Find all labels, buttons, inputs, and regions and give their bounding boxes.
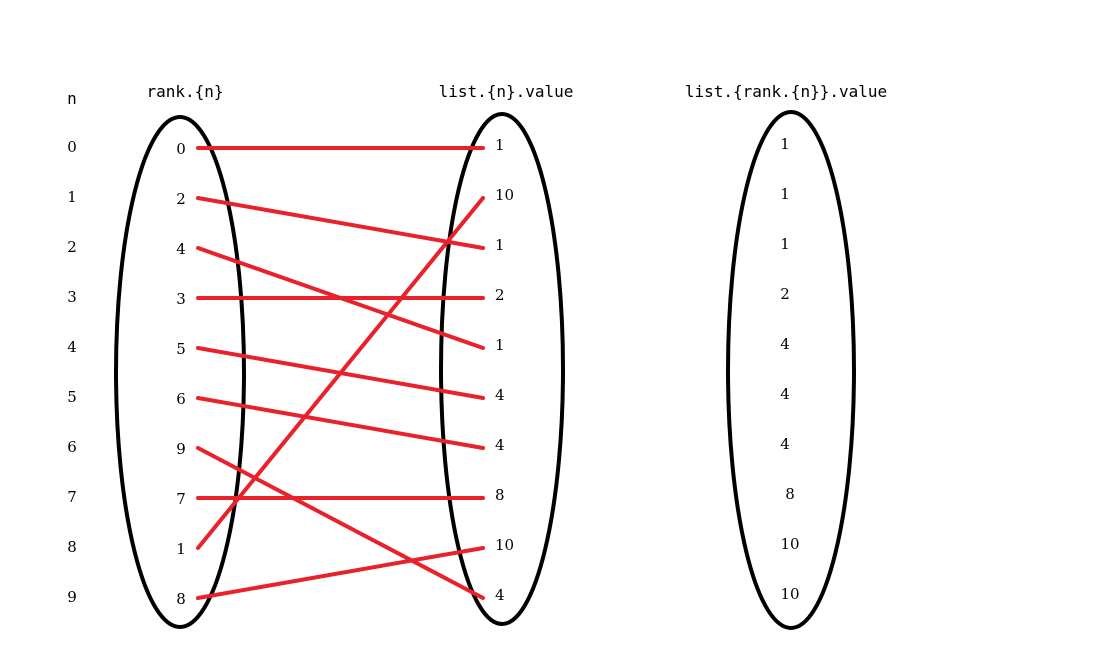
index-label: 6: [67, 438, 77, 456]
rank-value: 6: [176, 390, 186, 408]
index-label: 2: [67, 238, 77, 256]
header-index: n: [67, 89, 77, 108]
sorted-value: 4: [780, 385, 790, 403]
sorted-set-ellipse: [726, 110, 856, 630]
list-value: 1: [495, 236, 505, 254]
header-list-value: list.{n}.value: [439, 82, 574, 101]
sorted-value: 2: [780, 285, 790, 303]
sorted-value: 1: [780, 185, 790, 203]
rank-value: 0: [176, 140, 186, 158]
rank-value: 3: [176, 290, 186, 308]
list-value: 2: [495, 286, 505, 304]
rank-value: 4: [176, 240, 186, 258]
sorted-value: 8: [785, 485, 795, 503]
rank-column: 0 2 4 3 5 6 9 7 1 8: [176, 140, 186, 608]
rank-value: 8: [176, 590, 186, 608]
mapping-edge: [196, 546, 485, 600]
index-label: 1: [67, 188, 77, 206]
list-value: 4: [495, 436, 505, 454]
sorted-value: 4: [780, 335, 790, 353]
list-value: 4: [495, 586, 505, 604]
index-column: 0 1 2 3 4 5 6 7 8 9: [67, 138, 77, 606]
rank-value: 5: [176, 340, 186, 358]
mapping-edge: [196, 196, 485, 250]
index-label: 8: [67, 538, 77, 556]
mapping-edge: [196, 446, 485, 600]
list-value: 10: [495, 536, 514, 554]
rank-value: 1: [176, 540, 186, 558]
header-rank: rank.{n}: [146, 82, 223, 101]
index-label: 4: [67, 338, 77, 356]
sorted-value: 1: [780, 135, 790, 153]
index-label: 3: [67, 288, 77, 306]
list-set-ellipse: [439, 112, 565, 626]
sorted-value: 4: [780, 435, 790, 453]
mapping-edges: [196, 146, 485, 600]
list-value: 1: [495, 136, 505, 154]
rank-value: 9: [176, 440, 186, 458]
sorted-value: 1: [780, 235, 790, 253]
rank-value: 7: [176, 490, 186, 508]
list-value: 8: [495, 486, 505, 504]
sorted-value: 10: [780, 535, 799, 553]
index-label: 0: [67, 138, 77, 156]
sorted-value-column: 1 1 1 2 4 4 4 8 10 10: [780, 135, 799, 603]
list-value: 1: [495, 336, 505, 354]
sorted-value: 10: [780, 585, 799, 603]
header-sorted-value: list.{rank.{n}}.value: [685, 82, 887, 101]
list-value: 10: [495, 186, 514, 204]
index-label: 5: [67, 388, 77, 406]
list-value: 4: [495, 386, 505, 404]
index-label: 7: [67, 488, 77, 506]
mapping-edge: [196, 196, 485, 550]
mapping-edge: [196, 396, 485, 450]
index-label: 9: [67, 588, 77, 606]
rank-value: 2: [176, 190, 186, 208]
list-value-column: 1 10 1 2 1 4 4 8 10 4: [495, 136, 514, 604]
rank-set-ellipse: [114, 115, 246, 629]
